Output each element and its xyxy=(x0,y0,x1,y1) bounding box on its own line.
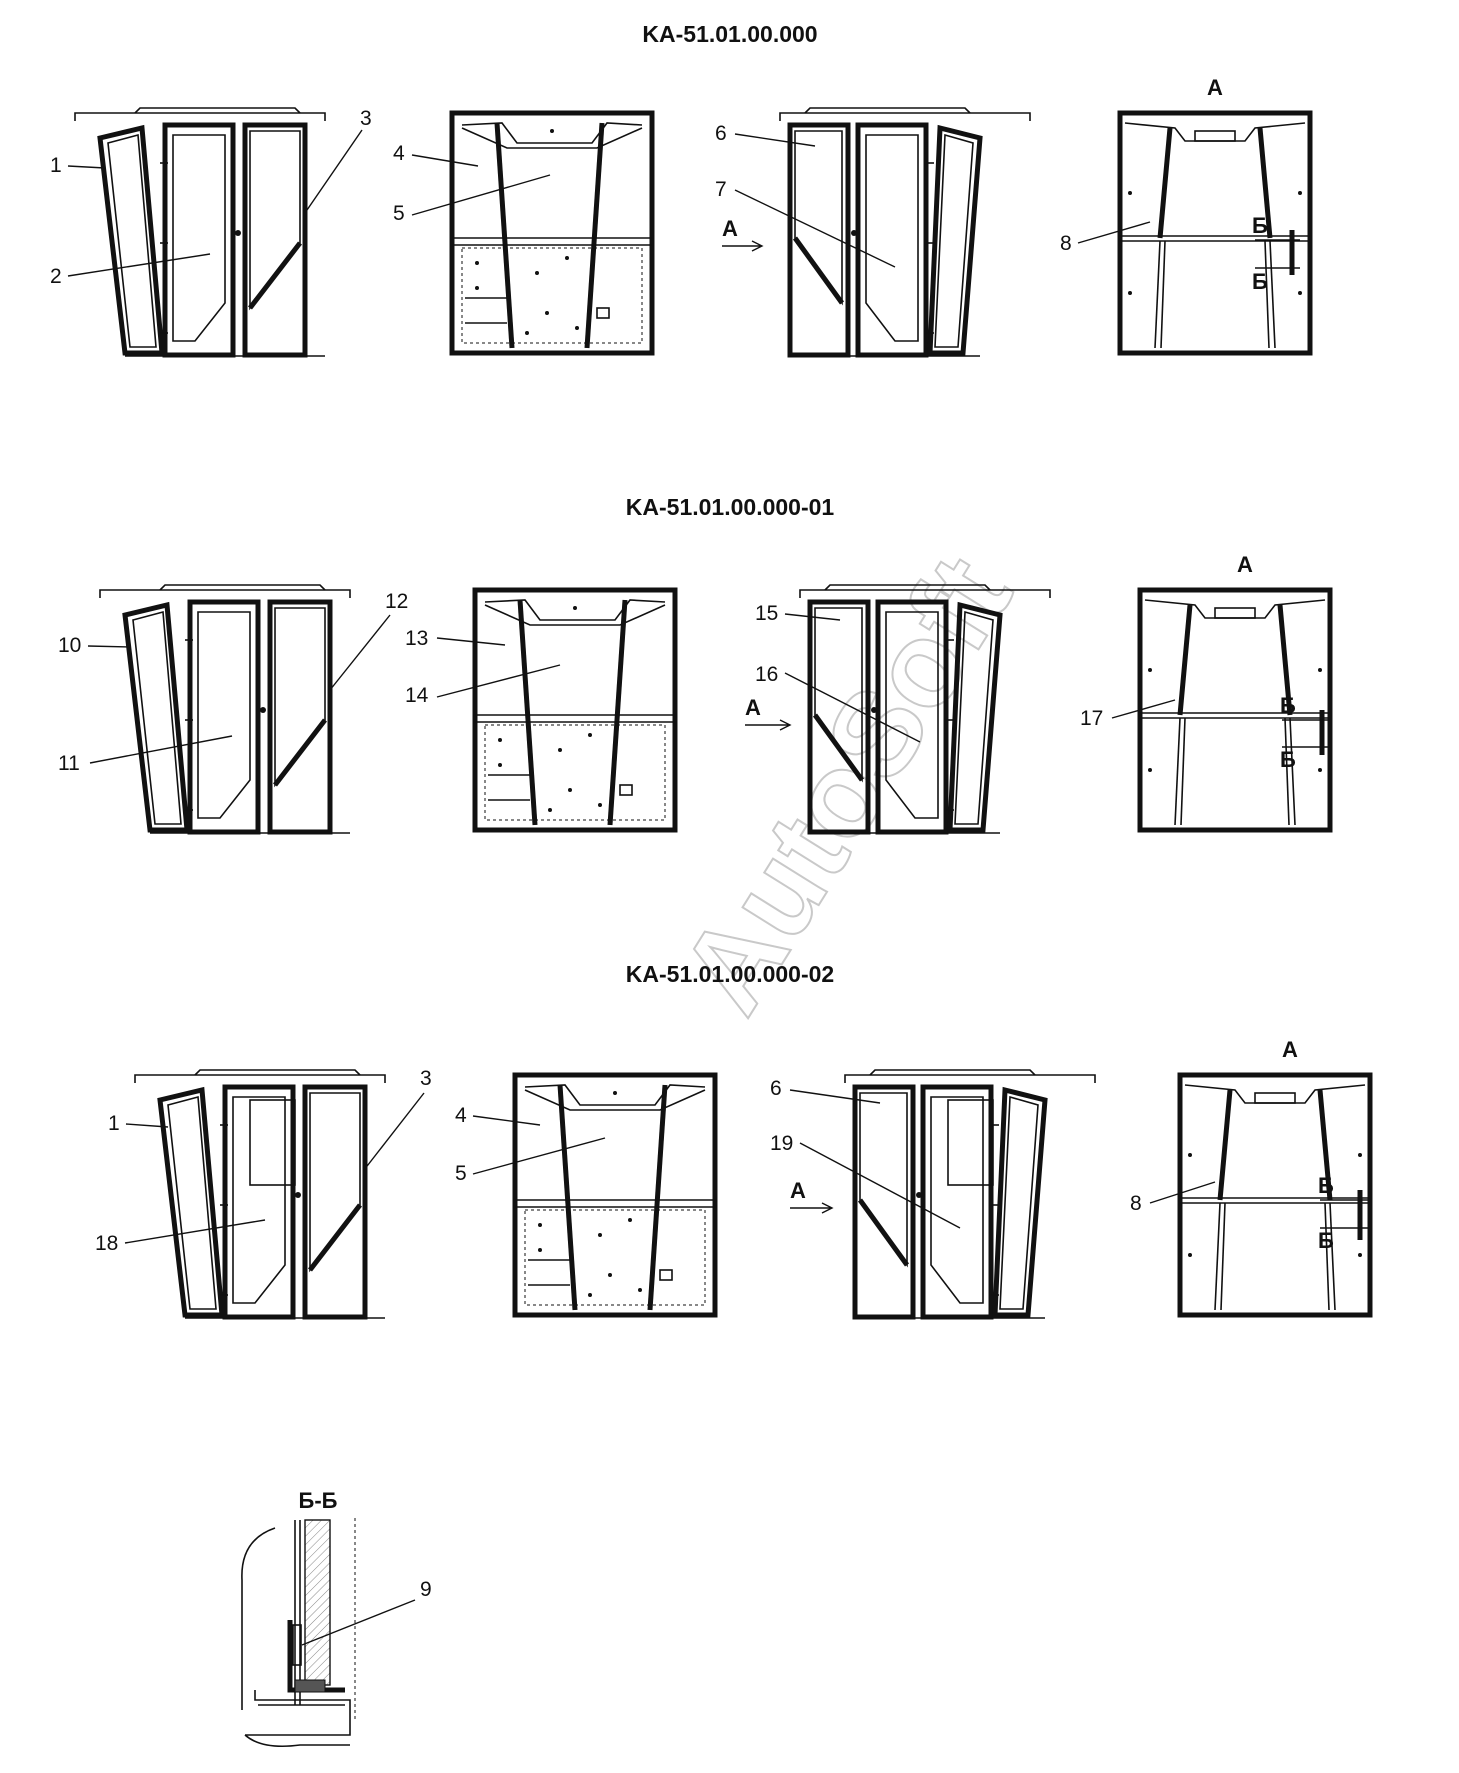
row1-callout-5: 5 xyxy=(393,202,405,225)
row2-view-a-label: A xyxy=(1237,552,1253,577)
row2-view-arrow xyxy=(745,719,792,731)
row2-callout-13: 13 xyxy=(405,627,428,650)
row1-arrow-a-label: A xyxy=(722,216,738,241)
section-bb-detail xyxy=(241,1518,356,1748)
row3-section-b-bottom: Б xyxy=(1318,1228,1334,1253)
row3-callout-6: 6 xyxy=(770,1077,782,1100)
row2-front-view xyxy=(1140,590,1330,830)
row1-section-b-top: Б xyxy=(1252,213,1268,238)
row2-left-side-view xyxy=(100,585,350,833)
row3-callout-5: 5 xyxy=(455,1162,467,1185)
row3-right-side-view xyxy=(845,1070,1095,1318)
row1-right-side-view xyxy=(780,108,1030,356)
row2-arrow-a-label: A xyxy=(745,695,761,720)
row2-rear-view xyxy=(475,590,675,830)
row1-view-a-label: A xyxy=(1207,75,1223,100)
row1-callout-8: 8 xyxy=(1060,232,1072,255)
row1-rear-view xyxy=(452,113,652,353)
row1-callout-6: 6 xyxy=(715,122,727,145)
heading-row1: KA-51.01.00.000 xyxy=(642,21,817,47)
row3-arrow-a-label: A xyxy=(790,1178,806,1203)
row3-right-door-window xyxy=(947,1099,994,1186)
heading-row3: KA-51.01.00.000-02 xyxy=(626,961,834,987)
row1-callout-4: 4 xyxy=(393,142,405,165)
row2-section-b-bottom: Б xyxy=(1280,747,1296,772)
row2-callout-14: 14 xyxy=(405,684,429,707)
row2-section-b-top: Б xyxy=(1280,693,1296,718)
section-callout-9: 9 xyxy=(420,1578,432,1601)
row3-callout-3: 3 xyxy=(420,1067,432,1090)
row2-callout-16: 16 xyxy=(755,663,778,686)
row3-section-b-top: Б xyxy=(1318,1173,1334,1198)
row3-left-side-view xyxy=(135,1070,385,1318)
row3-rear-view xyxy=(515,1075,715,1315)
row3-left-door-window xyxy=(249,1099,296,1186)
row3-callout-1: 1 xyxy=(108,1112,120,1135)
row2-callout-10: 10 xyxy=(58,634,81,657)
row1-callout-1: 1 xyxy=(50,154,62,177)
row2-callout-17: 17 xyxy=(1080,707,1103,730)
row3-callout-18: 18 xyxy=(95,1232,118,1255)
row1-callout-2: 2 xyxy=(50,265,62,288)
row3-callout-4: 4 xyxy=(455,1104,467,1127)
section-bb-label: Б-Б xyxy=(299,1488,338,1513)
row2-callout-12: 12 xyxy=(385,590,408,613)
heading-row2: KA-51.01.00.000-01 xyxy=(626,494,835,520)
row1-left-side-view xyxy=(75,108,325,356)
row1-callout-3: 3 xyxy=(360,107,372,130)
row3-view-a-label: A xyxy=(1282,1037,1298,1062)
row2-callout-11: 11 xyxy=(58,752,80,775)
row3-callout-19: 19 xyxy=(770,1132,793,1155)
row1-section-b-bottom: Б xyxy=(1252,269,1268,294)
row2-callout-15: 15 xyxy=(755,602,778,625)
row1-view-arrow xyxy=(722,240,764,252)
row1-callout-7: 7 xyxy=(715,178,727,201)
row3-callout-8: 8 xyxy=(1130,1192,1142,1215)
row3-view-arrow xyxy=(790,1202,834,1214)
row3-front-view xyxy=(1180,1075,1370,1315)
row1-front-view xyxy=(1120,113,1310,353)
